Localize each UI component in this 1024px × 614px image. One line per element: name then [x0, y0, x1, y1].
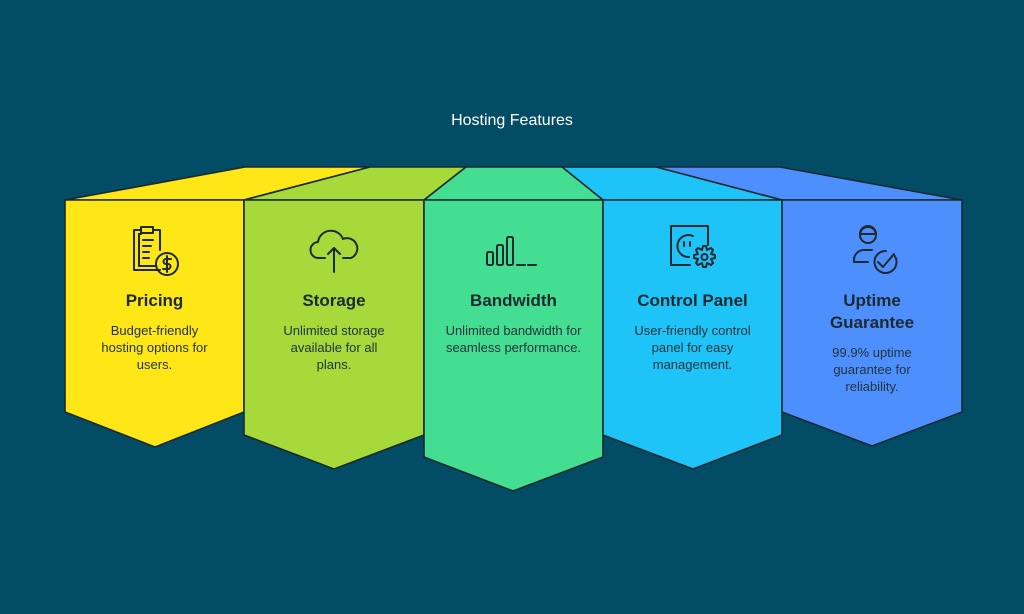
diagram-title: Hosting Features: [451, 112, 573, 129]
feature-card-control-panel: Control Panel User-friendly control pane…: [603, 222, 782, 373]
feature-title: Bandwidth: [470, 291, 557, 310]
uptime-block: [781, 199, 963, 447]
feature-description: Unlimited bandwidth for seamless perform…: [445, 323, 582, 355]
feature-card-storage: Storage Unlimited storage available for …: [244, 222, 424, 373]
feature-card-uptime: Uptime Guarantee 99.9% uptime guarantee …: [782, 222, 962, 395]
panel-gear-icon: [669, 225, 716, 268]
feature-title: Uptime Guarantee: [829, 291, 915, 332]
feature-title: Pricing: [125, 291, 184, 310]
signal-bars-icon: [485, 236, 537, 266]
clipboard-dollar-icon: [132, 226, 179, 276]
feature-card-bandwidth: Bandwidth Unlimited bandwidth for seamle…: [424, 222, 603, 356]
cloud-upload-icon: [309, 229, 359, 273]
pricing-block: [64, 199, 245, 448]
storage-block: [243, 199, 425, 470]
user-check-icon: [853, 225, 898, 274]
feature-description: User-friendly control panel for easy man…: [634, 323, 751, 372]
feature-title: Control Panel: [637, 291, 748, 310]
feature-description: Unlimited storage available for all plan…: [283, 323, 385, 372]
control-panel-block: [602, 199, 783, 470]
bandwidth-block: [423, 199, 604, 492]
feature-description: Budget-friendly hosting options for user…: [101, 323, 208, 372]
feature-card-pricing: Pricing Budget-friendly hosting options …: [65, 222, 244, 373]
feature-description: 99.9% uptime guarantee for reliability.: [832, 345, 912, 394]
feature-title: Storage: [302, 291, 366, 310]
